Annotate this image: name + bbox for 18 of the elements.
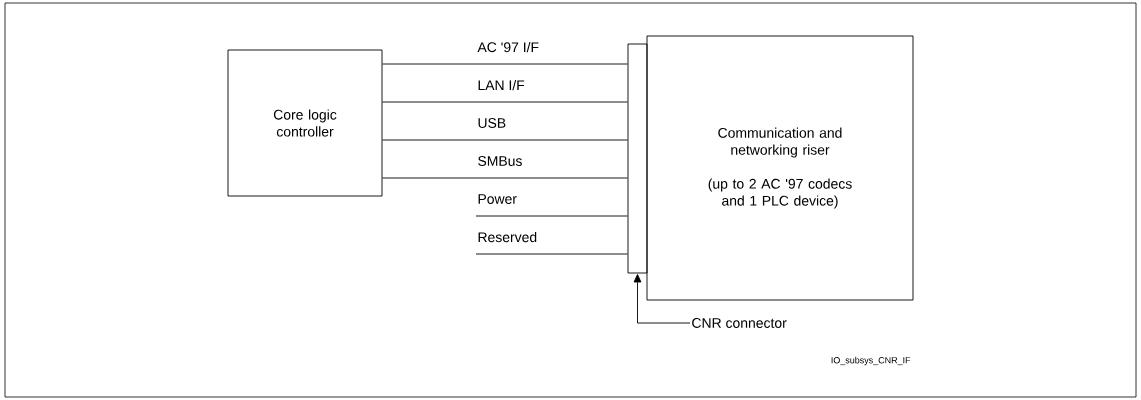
- connector-strip: [627, 43, 648, 274]
- signal-label: Power: [478, 194, 517, 204]
- signal-label: USB: [478, 118, 506, 128]
- figure-id: IO_subsys_CNR_IF: [831, 356, 911, 366]
- leader-text: CNR connector: [692, 318, 787, 328]
- leader-line: [633, 274, 691, 324]
- signal-line: [475, 215, 628, 217]
- riser-box: Communication and networking riser (up to 2 AC '97 codecs and 1 PLC device): [646, 35, 914, 301]
- signal-line: [382, 139, 628, 141]
- signal-line: [475, 253, 628, 255]
- signal-label: Reserved: [478, 231, 537, 243]
- controller-box: Core logic controller: [227, 49, 383, 197]
- signal-label: AC '97 I/F: [477, 41, 539, 53]
- signal-line: [382, 63, 628, 65]
- signal-label: SMBus: [478, 156, 522, 166]
- signal-label: LAN I/F: [478, 79, 525, 91]
- signal-line: [382, 101, 628, 103]
- signal-line: [382, 177, 628, 179]
